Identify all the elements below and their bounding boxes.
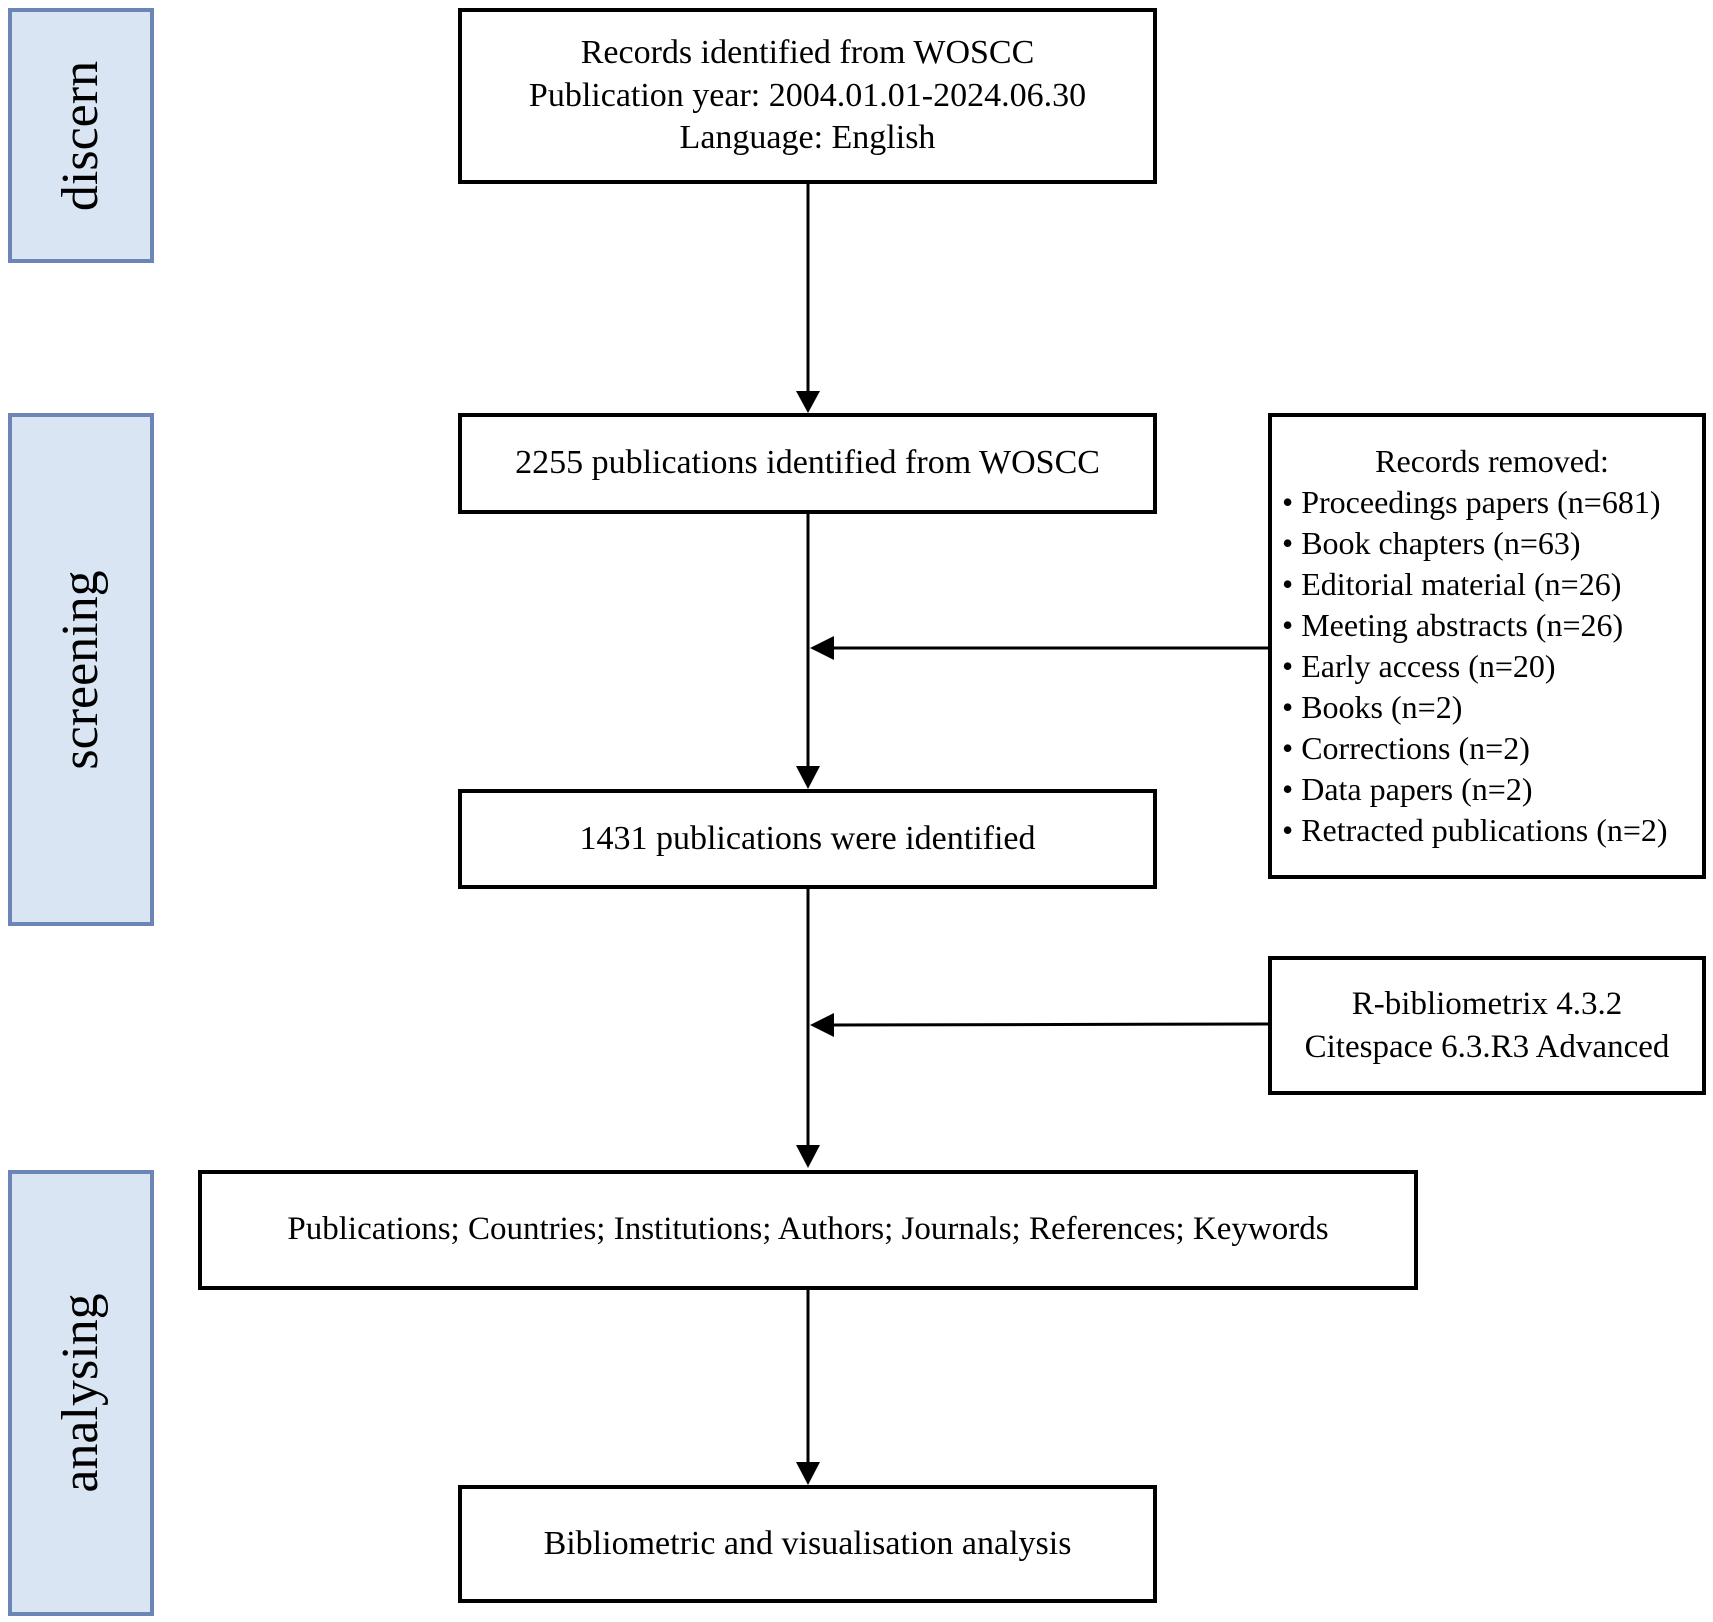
stage-analysing: analysing bbox=[8, 1170, 154, 1616]
tools-line-2: Citespace 6.3.R3 Advanced bbox=[1304, 1028, 1670, 1065]
identified-2255-box: 2255 publications identified from WOSCC bbox=[458, 413, 1157, 514]
arrowhead-analysis bbox=[796, 1145, 820, 1168]
stage-screening: screening bbox=[8, 413, 154, 926]
removed-item: Corrections (n=2) bbox=[1282, 728, 1530, 769]
records-removed-box: Records removed: Proceedings papers (n=6… bbox=[1268, 413, 1706, 879]
identification-line-3: Language: English bbox=[679, 119, 936, 157]
removed-item: Retracted publications (n=2) bbox=[1282, 810, 1667, 851]
identification-line-1: Records identified from WOSCC bbox=[580, 34, 1035, 72]
arrowhead-1431 bbox=[796, 766, 820, 789]
removed-item: Data papers (n=2) bbox=[1282, 769, 1532, 810]
final-analysis-text: Bibliometric and visualisation analysis bbox=[543, 1524, 1072, 1562]
stage-discern: discern bbox=[8, 8, 154, 263]
tools-line-1: R-bibliometrix 4.3.2 bbox=[1351, 985, 1623, 1022]
removed-item: Proceedings papers (n=681) bbox=[1282, 482, 1660, 523]
identification-box: Records identified from WOSCC Publicatio… bbox=[458, 8, 1157, 184]
analysis-items-box: Publications; Countries; Institutions; A… bbox=[198, 1170, 1418, 1290]
analysis-items-text: Publications; Countries; Institutions; A… bbox=[287, 1211, 1329, 1248]
arrow-tools-to-main bbox=[831, 1022, 1269, 1027]
removed-item: Books (n=2) bbox=[1282, 687, 1462, 728]
removed-item: Early access (n=20) bbox=[1282, 646, 1555, 687]
final-analysis-box: Bibliometric and visualisation analysis bbox=[458, 1485, 1157, 1603]
tools-box: R-bibliometrix 4.3.2 Citespace 6.3.R3 Ad… bbox=[1268, 956, 1706, 1095]
removed-item: Meeting abstracts (n=26) bbox=[1282, 605, 1623, 646]
arrowhead-tools bbox=[810, 1013, 834, 1037]
identified-2255-text: 2255 publications identified from WOSCC bbox=[515, 444, 1100, 482]
arrowhead-final bbox=[796, 1462, 820, 1485]
identification-line-2: Publication year: 2004.01.01-2024.06.30 bbox=[528, 76, 1087, 114]
identified-1431-text: 1431 publications were identified bbox=[579, 819, 1036, 857]
records-removed-title: Records removed: bbox=[1375, 443, 1609, 479]
removed-item: Editorial material (n=26) bbox=[1282, 564, 1621, 605]
arrowhead-2255 bbox=[796, 391, 820, 413]
arrowhead-removed bbox=[810, 636, 834, 660]
removed-item: Book chapters (n=63) bbox=[1282, 523, 1580, 564]
identified-1431-box: 1431 publications were identified bbox=[458, 789, 1157, 889]
